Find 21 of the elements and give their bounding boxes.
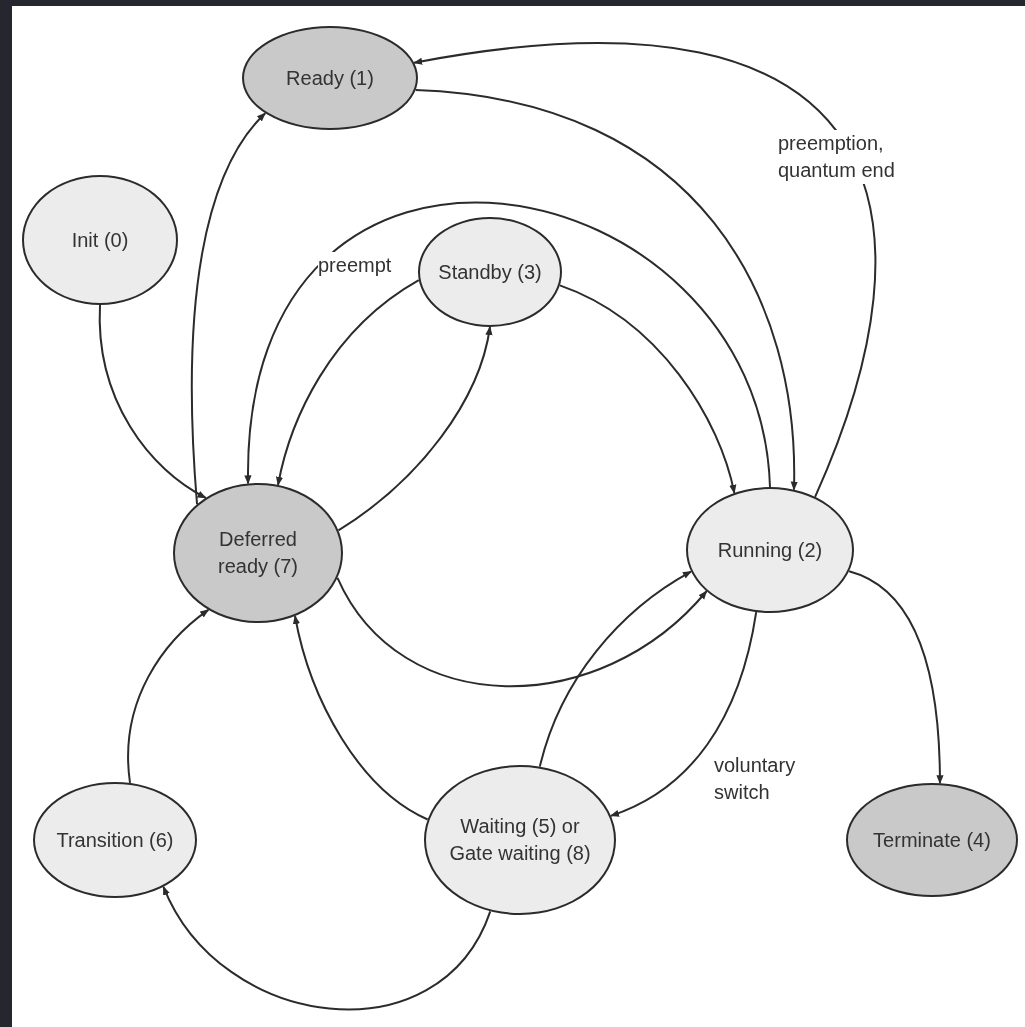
state-name: Deferred ready (7): [217, 527, 299, 579]
state-name: Running (2): [716, 537, 824, 563]
arrow: [276, 279, 420, 486]
arrow: [127, 608, 210, 784]
arrow: [848, 570, 944, 785]
arrow: [558, 284, 736, 494]
arrow: [191, 112, 267, 506]
state-name: Terminate (4): [872, 827, 992, 853]
arrow: [293, 615, 429, 821]
arrow: [336, 576, 708, 688]
arrow: [413, 42, 876, 498]
arrow: [245, 202, 771, 488]
arrow: [162, 885, 492, 1010]
state-name: Init (0): [70, 227, 130, 253]
arrow: [337, 326, 492, 532]
state-name: Transition (6): [55, 827, 175, 853]
state-name: Standby (3): [437, 259, 543, 285]
state-name: Ready (1): [285, 65, 375, 91]
arrow: [98, 304, 207, 499]
state-name: Waiting (5) or Gate waiting (8): [448, 814, 592, 866]
arrow: [609, 611, 758, 817]
